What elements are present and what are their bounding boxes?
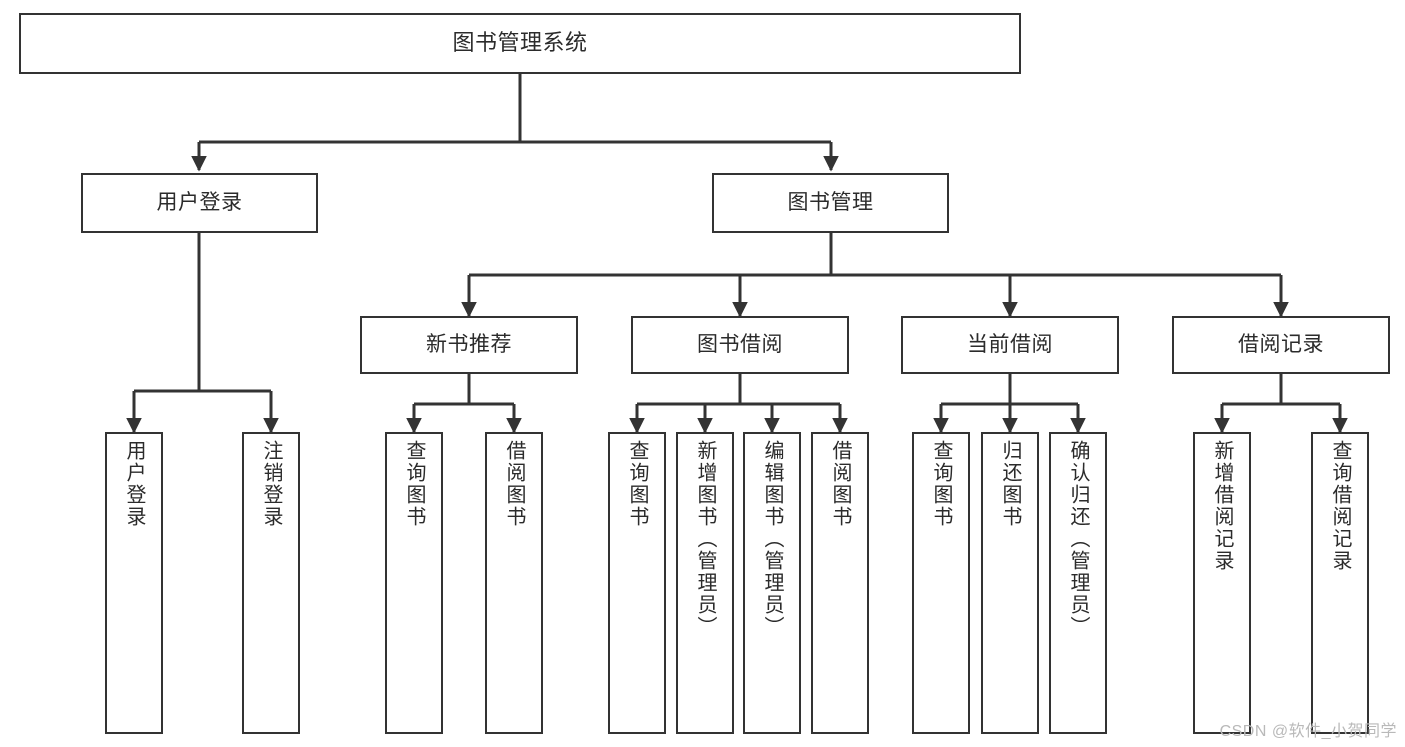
node-label: 新增图书（管理员） (694, 440, 716, 638)
node-label: 借阅图书 (503, 440, 525, 528)
leaf-book-borrow-add[interactable]: 新增图书（管理员） (676, 432, 734, 734)
node-borrow-record[interactable]: 借阅记录 (1172, 316, 1390, 374)
node-label: 新书推荐 (426, 333, 512, 357)
node-new-book-recommend[interactable]: 新书推荐 (360, 316, 578, 374)
leaf-current-borrow-confirm-return[interactable]: 确认归还（管理员） (1049, 432, 1107, 734)
leaf-book-borrow-query[interactable]: 查询图书 (608, 432, 666, 734)
node-book-management[interactable]: 图书管理 (712, 173, 949, 233)
node-current-borrow[interactable]: 当前借阅 (901, 316, 1119, 374)
node-book-borrow[interactable]: 图书借阅 (631, 316, 849, 374)
node-label: 借阅图书 (829, 440, 851, 528)
leaf-borrow-record-query[interactable]: 查询借阅记录 (1311, 432, 1369, 734)
node-label: 用户登录 (156, 191, 243, 215)
leaf-user-login-login[interactable]: 用户登录 (105, 432, 163, 734)
leaf-user-login-logout[interactable]: 注销登录 (242, 432, 300, 734)
leaf-new-book-borrow[interactable]: 借阅图书 (485, 432, 543, 734)
node-label: 当前借阅 (967, 333, 1053, 357)
leaf-book-borrow-borrow[interactable]: 借阅图书 (811, 432, 869, 734)
leaf-book-borrow-edit[interactable]: 编辑图书（管理员） (743, 432, 801, 734)
leaf-new-book-query[interactable]: 查询图书 (385, 432, 443, 734)
node-label: 图书管理 (787, 191, 874, 215)
node-label: 用户登录 (123, 440, 145, 528)
leaf-current-borrow-return[interactable]: 归还图书 (981, 432, 1039, 734)
node-label: 借阅记录 (1238, 333, 1324, 357)
leaf-current-borrow-query[interactable]: 查询图书 (912, 432, 970, 734)
node-label: 归还图书 (999, 440, 1021, 528)
node-label: 注销登录 (260, 440, 282, 528)
node-root-book-management-system[interactable]: 图书管理系统 (19, 13, 1021, 74)
node-user-login[interactable]: 用户登录 (81, 173, 318, 233)
node-label: 确认归还（管理员） (1067, 440, 1089, 638)
node-label: 图书借阅 (697, 333, 783, 357)
csdn-watermark: CSDN @软件_小贺同学 (1219, 723, 1397, 740)
node-label: 新增借阅记录 (1211, 440, 1233, 572)
node-label: 查询图书 (403, 440, 425, 528)
leaf-borrow-record-add[interactable]: 新增借阅记录 (1193, 432, 1251, 734)
node-label: 查询图书 (930, 440, 952, 528)
node-label: 图书管理系统 (452, 30, 588, 56)
node-label: 查询图书 (626, 440, 648, 528)
node-label: 查询借阅记录 (1329, 440, 1351, 572)
node-label: 编辑图书（管理员） (761, 440, 783, 638)
